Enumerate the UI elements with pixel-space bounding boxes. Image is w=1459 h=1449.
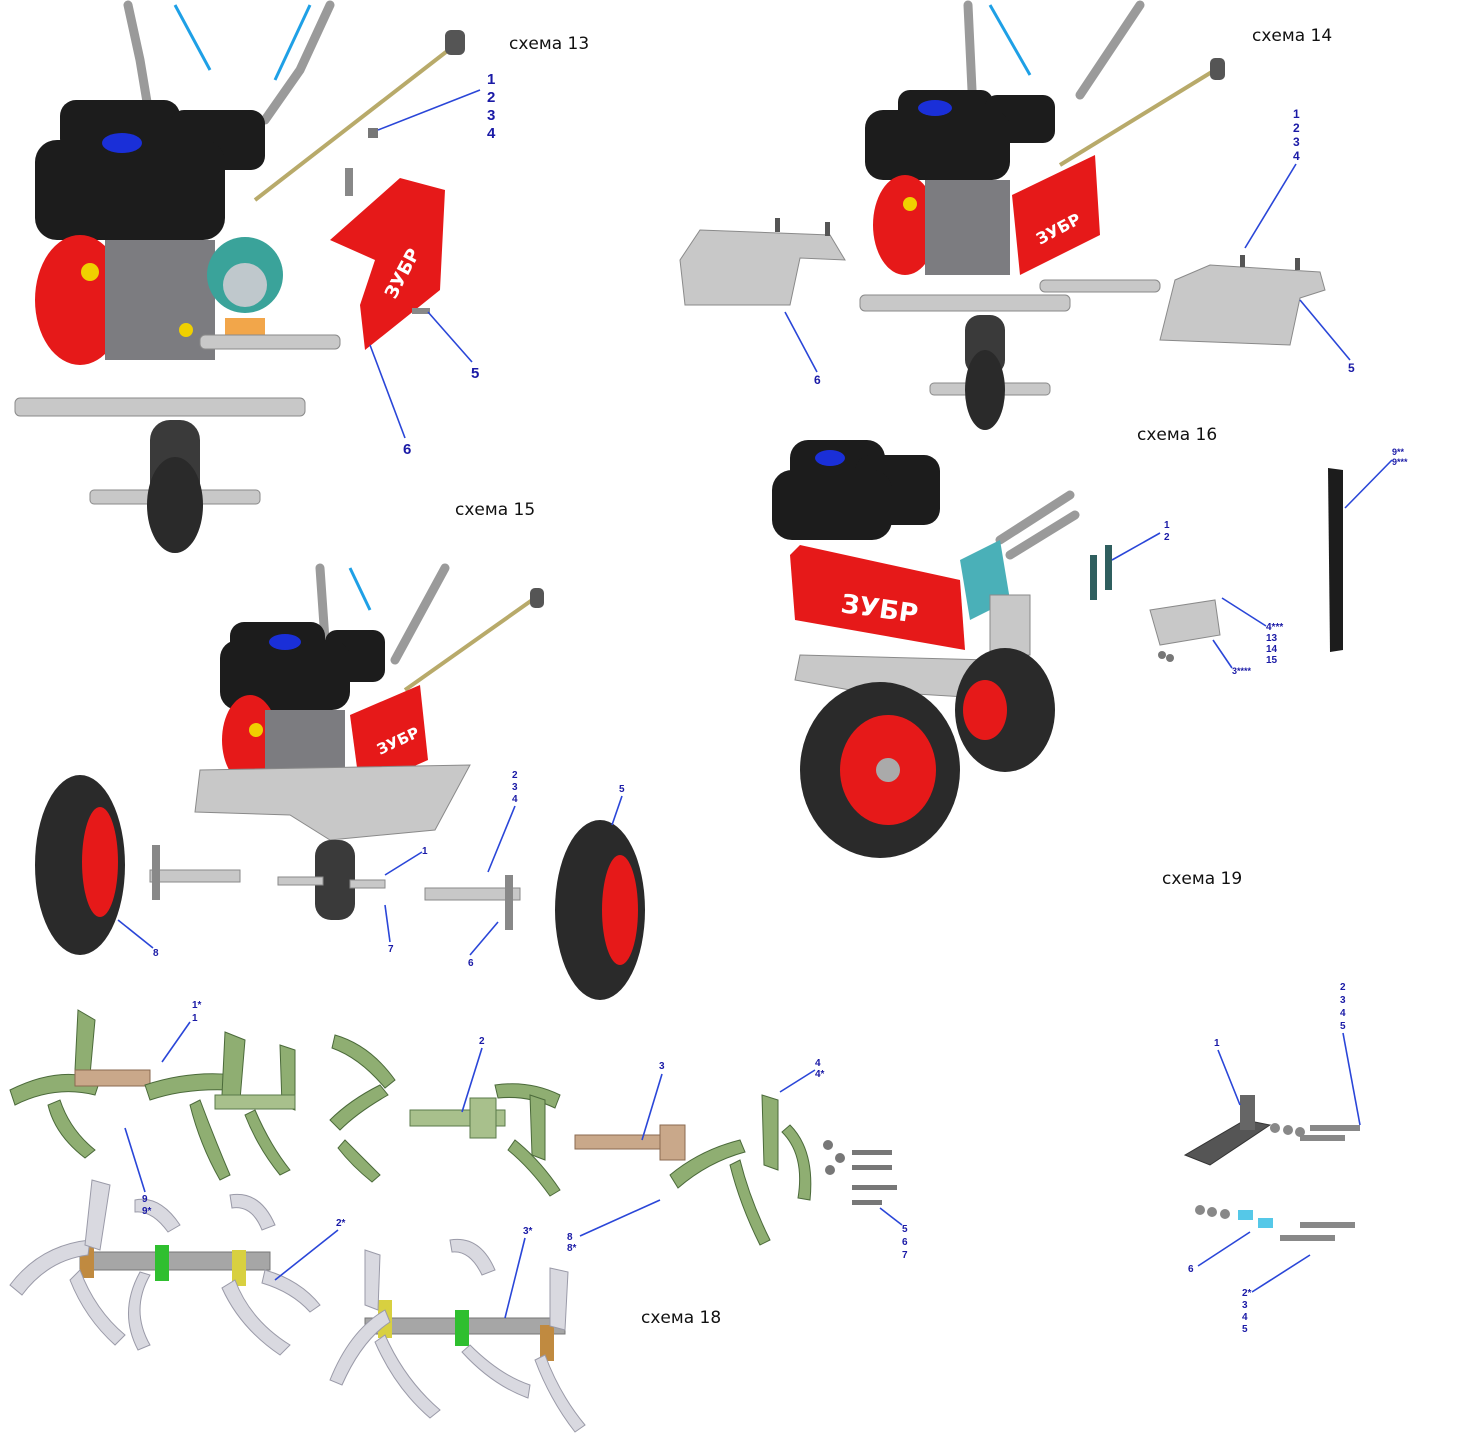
s19-label-6: 6 (1188, 1264, 1194, 1275)
s18-label-8star: 8* (567, 1243, 577, 1254)
s18-label-9: 9 (142, 1194, 148, 1205)
s15-label-5: 5 (619, 784, 625, 795)
s19-label-2: 2 (1340, 982, 1346, 993)
s14-label-2: 2 (1293, 121, 1300, 135)
s19-label-2star: 2* (1242, 1288, 1252, 1299)
s18-label-2: 2 (479, 1036, 485, 1047)
s18-label-6: 6 (902, 1237, 908, 1248)
scheme-18-title: схема 18 (641, 1308, 722, 1328)
scheme-15-illustration: ЗУБР (35, 563, 645, 1000)
s18-label-4: 4 (815, 1058, 821, 1069)
s15-label-8: 8 (153, 948, 159, 959)
s19-label-4: 4 (1340, 1008, 1346, 1019)
s18-label-7: 7 (902, 1250, 908, 1261)
scheme-16-illustration: ЗУБР (772, 440, 1343, 858)
s18-label-5: 5 (902, 1224, 908, 1235)
s16-label-13: 13 (1266, 633, 1278, 644)
s13-label-3: 3 (487, 107, 495, 124)
scheme-13-illustration: ЗУБР (14, 0, 465, 553)
s15-label-4: 4 (512, 794, 518, 805)
scheme-15-title: схема 15 (455, 500, 536, 520)
s13-label-4: 4 (487, 125, 496, 142)
s19-label-5b: 5 (1242, 1324, 1248, 1335)
s18-label-1star: 1* (192, 1000, 202, 1011)
s16-label-9a: 9** (1392, 447, 1405, 457)
s18-label-3: 3 (659, 1061, 665, 1072)
s14-label-4: 4 (1293, 149, 1300, 163)
s19-label-3b: 3 (1242, 1300, 1248, 1311)
scheme-19-illustration (1183, 1095, 1360, 1241)
scheme-18-white-tines (9, 1179, 586, 1433)
scheme-19-title: схема 19 (1162, 869, 1243, 889)
scheme-13-title: схема 13 (509, 34, 590, 54)
s16-label-9b: 9*** (1392, 457, 1408, 467)
s13-label-1: 1 (487, 71, 495, 88)
scheme-15-labels: 2 3 4 1 5 6 7 8 (117, 770, 625, 969)
scheme-18-green-tines (9, 1009, 897, 1246)
s15-label-6: 6 (468, 958, 474, 969)
s13-label-2: 2 (487, 89, 495, 106)
s16-label-14: 14 (1266, 644, 1278, 655)
s16-label-15: 15 (1266, 655, 1278, 666)
s19-label-4b: 4 (1242, 1312, 1248, 1323)
scheme-16-labels: 1 2 9** 9*** 4*** 13 14 15 3**** (1111, 447, 1408, 676)
s19-label-1: 1 (1214, 1038, 1220, 1049)
scheme-13-labels: 1 2 3 4 5 6 (369, 71, 496, 458)
s13-label-6: 6 (403, 441, 411, 458)
s15-label-1: 1 (422, 846, 428, 857)
scheme-14-labels: 1 2 3 4 5 6 (784, 107, 1355, 387)
s14-label-5: 5 (1348, 361, 1355, 375)
s18-label-2star: 2* (336, 1218, 346, 1229)
scheme-14-title: схема 14 (1252, 26, 1333, 46)
s18-label-1: 1 (192, 1013, 198, 1024)
s16-label-4: 4*** (1266, 622, 1283, 633)
scheme-14-illustration: ЗУБР (679, 0, 1326, 430)
s14-label-6: 6 (814, 373, 821, 387)
s13-label-5: 5 (471, 365, 479, 382)
s14-label-1: 1 (1293, 107, 1300, 121)
s18-label-9star: 9* (142, 1206, 152, 1217)
scheme-19-labels: 1 2 3 4 5 6 2* 3 4 5 (1188, 982, 1361, 1335)
s19-label-3: 3 (1340, 995, 1346, 1006)
s14-label-3: 3 (1293, 135, 1300, 149)
s18-label-3star: 3* (523, 1226, 533, 1237)
s19-label-5: 5 (1340, 1021, 1346, 1032)
scheme-16-title: схема 16 (1137, 425, 1218, 445)
s18-label-4star: 4* (815, 1069, 825, 1080)
s16-label-1: 1 (1164, 520, 1170, 531)
s16-label-2: 2 (1164, 532, 1170, 543)
scheme-18-labels: 1* 1 2 3 4 4* 9 9* 8 8* 5 6 7 2* 3* (124, 1000, 908, 1319)
s15-label-3: 3 (512, 782, 518, 793)
s15-label-7: 7 (388, 944, 394, 955)
s15-label-2: 2 (512, 770, 518, 781)
s18-label-8: 8 (567, 1232, 573, 1243)
s16-label-3: 3**** (1232, 666, 1252, 676)
